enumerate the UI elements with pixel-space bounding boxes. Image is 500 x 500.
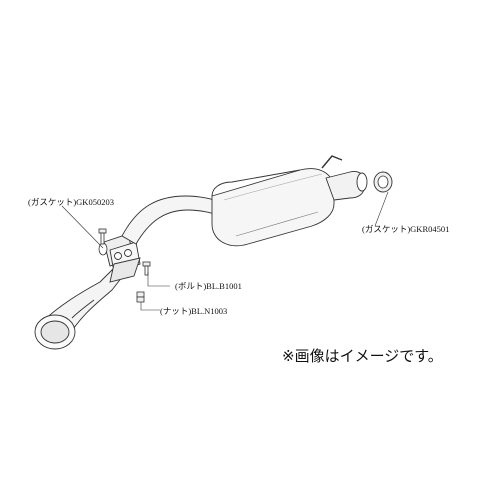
leader-gasket-front <box>61 205 104 249</box>
nut <box>136 291 145 303</box>
bolt <box>98 228 151 276</box>
label-bolt: (ボルト)BL.B1001 <box>175 281 242 291</box>
image-disclaimer-note: ※画像はイメージです。 <box>282 347 443 365</box>
leader-lines <box>61 191 389 311</box>
front-flange <box>103 233 141 283</box>
leader-bolt <box>147 272 170 287</box>
label-nut: (ナット)BL.N1003 <box>160 306 227 316</box>
muffler <box>211 168 335 247</box>
rear-pipe <box>321 155 368 201</box>
label-gasket-front: (ガスケット)GK050203 <box>28 197 114 207</box>
tail-pipe-section <box>34 265 127 350</box>
leader-nut <box>140 302 160 311</box>
leader-gasket-rear <box>374 191 389 227</box>
label-gasket-rear: (ガスケット)GKR04501 <box>362 224 449 234</box>
rear-gasket <box>373 171 393 193</box>
